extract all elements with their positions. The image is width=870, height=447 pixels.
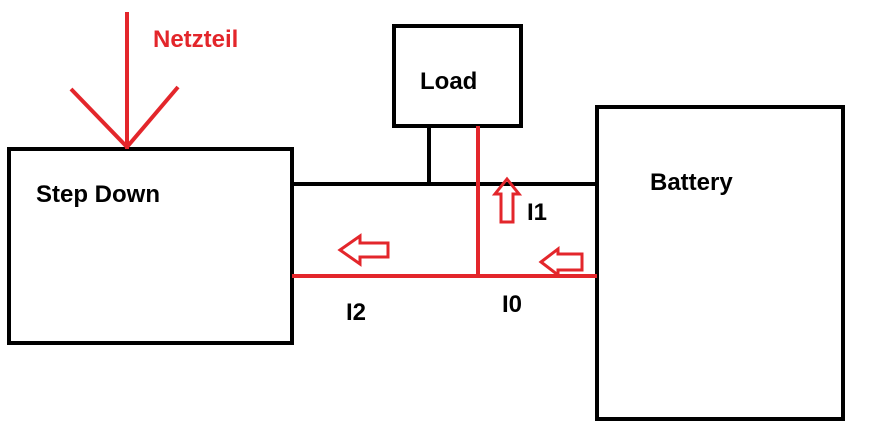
load-label: Load [420,68,477,95]
i1-label: I1 [527,199,547,226]
i0-label: I0 [502,291,522,318]
battery-box [595,105,845,421]
i2-label: I2 [346,299,366,326]
netzteil-arrow [69,12,180,149]
i0-left-arrow [538,245,584,279]
netzteil-label: Netzteil [153,26,238,53]
step-down-box [7,147,294,345]
battery-label: Battery [650,169,733,196]
load-box [392,24,523,128]
i1-up-arrow [491,176,523,224]
i2-left-arrow [337,233,390,267]
step-down-label: Step Down [36,181,160,208]
